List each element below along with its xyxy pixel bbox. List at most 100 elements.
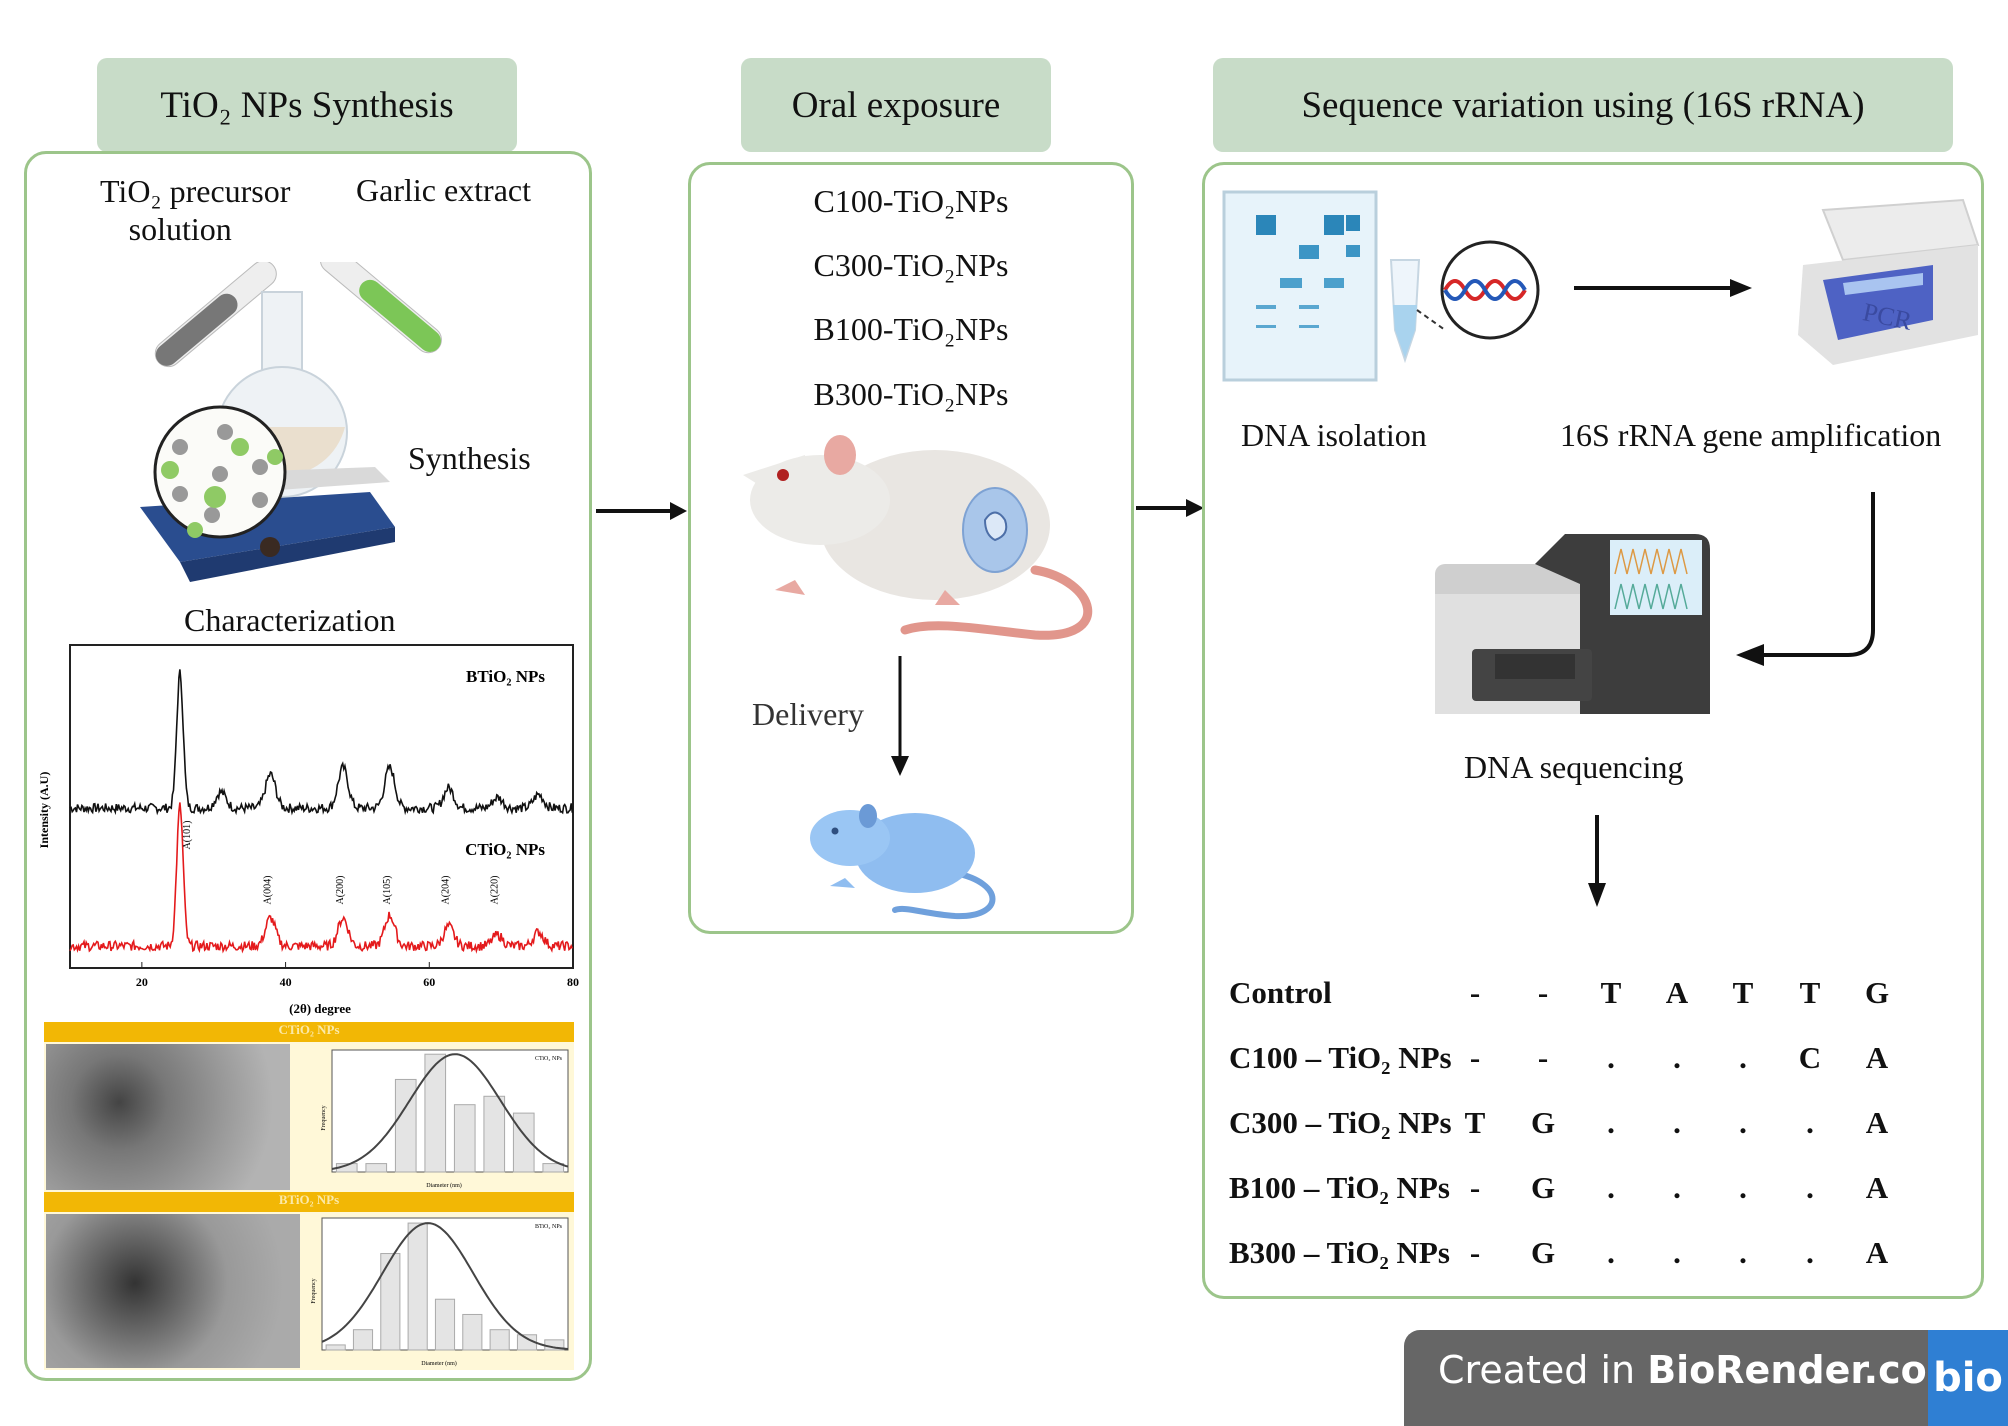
sequence-cell: T (1732, 975, 1754, 1010)
offspring-mouse-icon (810, 804, 996, 920)
sequence-cell: A (1865, 1105, 1889, 1140)
synthesis-header: TiO₂ NPs Synthesis (97, 58, 517, 152)
sequence-row-label: B100 – TiO₂ NPs (1229, 1170, 1450, 1205)
sequencing-header: Sequence variation using (16S rRNA) (1213, 58, 1953, 152)
sequence-row-label: C100 – TiO₂ NPs (1229, 1040, 1452, 1075)
arrow-pcr-to-sequencer (1736, 492, 1875, 666)
xrd-xlabel: (2θ) degree (289, 1001, 351, 1016)
dose-c100: C100-TiO₂NPs (813, 183, 1009, 219)
histogram-bar (489, 1329, 510, 1351)
sequence-cell: . (1739, 1040, 1747, 1075)
arrow-sequencing-to-table (1588, 815, 1606, 907)
sequence-cell: - (1469, 1040, 1481, 1075)
histogram-ylabel: Frequency (321, 1105, 327, 1130)
precursor-test-tube-icon (154, 262, 277, 368)
sequence-cell: T (1464, 1105, 1486, 1140)
dose-b300: B300-TiO₂NPs (813, 376, 1009, 412)
sequence-row: B300 – TiO₂ NPs-G....A (1205, 1235, 1981, 1275)
dose-c300: C300-TiO₂NPs (813, 247, 1009, 283)
histogram-bar (462, 1313, 483, 1351)
xrd-peak-label: A(204) (441, 876, 452, 905)
histogram-bar (424, 1053, 447, 1173)
sequence-cell: . (1607, 1105, 1615, 1140)
xrd-series-ctio2 (69, 802, 574, 954)
watermark-text: Created in BioRender.com (1438, 1348, 1966, 1392)
sequence-cell: - (1469, 975, 1481, 1010)
sequence-cell: T (1600, 975, 1622, 1010)
tem-btio2-micrograph (46, 1214, 300, 1368)
sequence-cell: - (1537, 975, 1549, 1010)
sequence-row-label: C300 – TiO₂ NPs (1229, 1105, 1452, 1140)
histogram-ylabel: Frequency (311, 1278, 317, 1303)
histogram-bar (483, 1095, 506, 1173)
precursor-label-line2: solution (128, 211, 232, 247)
xrd-peak-label: A(105) (382, 876, 393, 905)
sequence-cell: G (1530, 1170, 1556, 1205)
xrd-tick-label: 20 (136, 975, 148, 989)
tem-ctio2-micrograph (46, 1044, 290, 1190)
xrd-peak-label: A(004) (262, 876, 273, 905)
xrd-peak-label: A(220) (490, 876, 501, 905)
delivery-label: Delivery (752, 696, 864, 732)
sequence-cell: T (1799, 975, 1821, 1010)
histogram-bar (434, 1298, 456, 1351)
characterization-label: Characterization (184, 602, 396, 638)
sequence-cell: . (1806, 1105, 1814, 1140)
sequence-cell: . (1607, 1040, 1615, 1075)
sequencing-header-text: Sequence variation using (16S rRNA) (1301, 84, 1865, 126)
dose-b100: B100-TiO₂NPs (813, 311, 1009, 347)
histogram-fit-curve (321, 1222, 569, 1350)
sequence-cell: . (1806, 1170, 1814, 1205)
histogram-legend: BTiO₂ NPs (535, 1224, 563, 1230)
sequence-cell: A (1665, 975, 1689, 1010)
xrd-series-btio2 (69, 669, 574, 816)
sequence-cell: - (1537, 1040, 1549, 1075)
sequence-cell: . (1806, 1235, 1814, 1270)
histogram-fit-curve (331, 1053, 569, 1170)
pcr-machine-icon: PCR (1798, 198, 1980, 365)
nanoparticle-magnifier-icon (153, 405, 287, 539)
watermark-brand: BioRender.com (1647, 1348, 1967, 1392)
sequence-cell: G (1530, 1235, 1556, 1270)
sequence-cell: A (1865, 1235, 1889, 1270)
oral-exposure-header-text: Oral exposure (791, 84, 1001, 126)
synthesis-illustration (140, 262, 442, 582)
xrd-legend-btio2: BTiO₂ NPs (466, 667, 545, 686)
sequence-cell: - (1469, 1235, 1481, 1270)
sequence-cell: . (1673, 1040, 1681, 1075)
arrow-oral-to-sequencing (1136, 499, 1204, 517)
sequence-cell: . (1607, 1235, 1615, 1270)
synthesis-header-text: TiO₂ NPs Synthesis (160, 84, 454, 126)
xrd-legend-ctio2: CTiO₂ NPs (465, 840, 545, 859)
sequence-cell: G (1864, 975, 1890, 1010)
sequence-row-label: B300 – TiO₂ NPs (1229, 1235, 1450, 1270)
histogram-bar (380, 1253, 401, 1351)
xrd-peak-label: A(101) (182, 821, 193, 850)
sequence-cell: . (1607, 1170, 1615, 1205)
amplification-label: 16S rRNA gene amplification (1560, 417, 1942, 453)
oral-exposure-header: Oral exposure (741, 58, 1051, 152)
xrd-ylabel: Intensity (A.U) (37, 772, 51, 849)
sequence-cell: C (1798, 1040, 1822, 1075)
gel-electrophoresis-icon (1222, 190, 1378, 382)
biorender-watermark: Created in BioRender.com bio (1404, 1330, 2008, 1426)
histogram-legend: CTiO₂ NPs (535, 1056, 563, 1062)
arrow-isolation-to-pcr (1574, 279, 1752, 297)
xrd-peak-label: A(200) (335, 876, 346, 905)
xrd-tick-label: 80 (567, 975, 579, 989)
sequence-row: B100 – TiO₂ NPs-G....A (1205, 1170, 1981, 1210)
garlic-extract-label: Garlic extract (356, 172, 531, 208)
histogram-bar (352, 1329, 374, 1351)
sequence-cell: . (1673, 1170, 1681, 1205)
dna-sequencing-label: DNA sequencing (1464, 749, 1684, 785)
histogram-bar (407, 1222, 428, 1351)
dna-tube-magnifier-icon (1389, 240, 1540, 364)
sequence-cell: A (1865, 1040, 1889, 1075)
